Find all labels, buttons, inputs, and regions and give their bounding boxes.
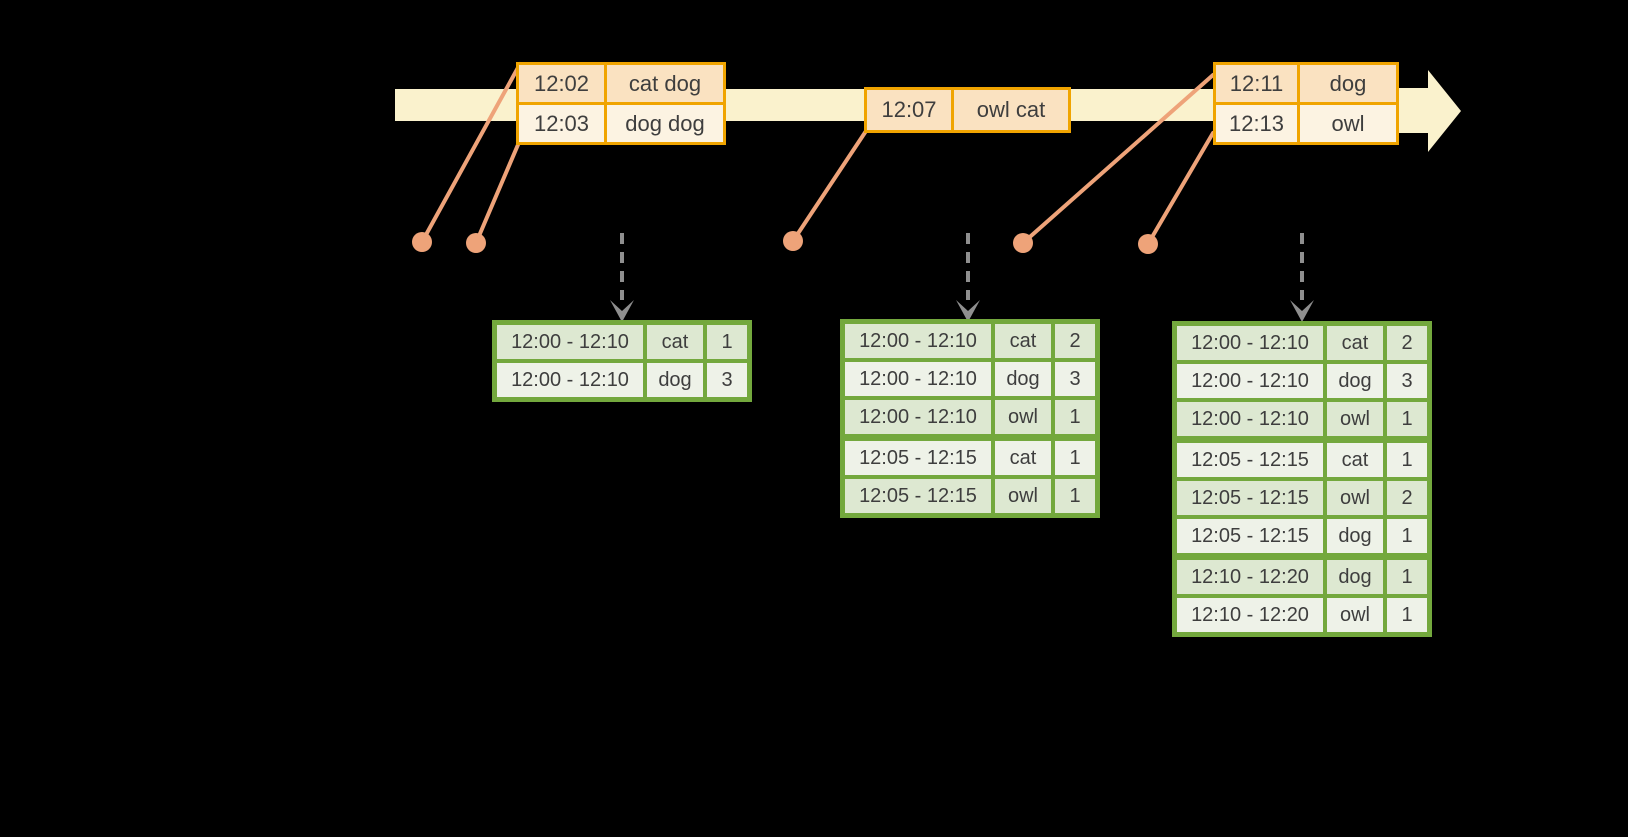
window-cell: 12:00 - 12:10	[497, 363, 643, 397]
table-row: 12:05 - 12:15 cat 1	[1177, 443, 1427, 477]
event-words-cell: dog dog	[607, 105, 723, 142]
table-row: 12:05 - 12:15 dog 1	[1177, 519, 1427, 553]
connector-line	[474, 131, 525, 245]
window-cell: 12:05 - 12:15	[845, 441, 991, 475]
window-cell: 12:00 - 12:10	[845, 362, 991, 396]
word-cell: cat	[995, 441, 1051, 475]
connector-line	[1146, 131, 1215, 246]
event-time-cell: 12:11	[1216, 65, 1297, 102]
window-cell: 12:10 - 12:20	[1177, 560, 1323, 594]
window-cell: 12:05 - 12:15	[1177, 519, 1323, 553]
word-cell: dog	[995, 362, 1051, 396]
event-dot	[412, 232, 432, 252]
window-cell: 12:00 - 12:10	[845, 400, 991, 434]
connector-line	[420, 62, 522, 244]
window-cell: 12:10 - 12:20	[1177, 598, 1323, 632]
table-row: 12:00 - 12:10 dog 3	[845, 362, 1095, 396]
table-row: 12:10 - 12:20 owl 1	[1177, 598, 1427, 632]
count-cell: 2	[1387, 326, 1427, 360]
table-row: 12:05 - 12:15 owl 2	[1177, 481, 1427, 515]
result-table-3: 12:00 - 12:10 cat 2 12:00 - 12:10 dog 3 …	[1172, 321, 1432, 637]
window-cell: 12:00 - 12:10	[1177, 326, 1323, 360]
table-row: 12:00 - 12:10 cat 1	[497, 325, 747, 359]
window-cell: 12:05 - 12:15	[1177, 443, 1323, 477]
event-time-cell: 12:13	[1216, 105, 1297, 142]
count-cell: 2	[1387, 481, 1427, 515]
table-row: 12:10 - 12:20 dog 1	[1177, 560, 1427, 594]
count-cell: 1	[707, 325, 747, 359]
window-cell: 12:00 - 12:10	[1177, 364, 1323, 398]
window-cell: 12:05 - 12:15	[845, 479, 991, 513]
count-cell: 1	[1055, 479, 1095, 513]
event-box-2: 12:07 owl cat	[864, 87, 1071, 133]
count-cell: 1	[1387, 402, 1427, 436]
word-cell: owl	[995, 400, 1051, 434]
table-row: 12:00 - 12:10 dog 3	[1177, 364, 1427, 398]
event-time-cell: 12:02	[519, 65, 604, 102]
count-cell: 3	[1387, 364, 1427, 398]
word-cell: owl	[1327, 402, 1383, 436]
word-cell: cat	[647, 325, 703, 359]
event-time-cell: 12:07	[867, 90, 951, 130]
table-row: 12:00 - 12:10 cat 2	[1177, 326, 1427, 360]
count-cell: 3	[1055, 362, 1095, 396]
word-cell: owl	[1327, 481, 1383, 515]
window-cell: 12:00 - 12:10	[497, 325, 643, 359]
event-box-3: 12:11 dog 12:13 owl	[1213, 62, 1399, 145]
update-arrow-icon	[610, 233, 634, 322]
update-arrow-icon	[956, 233, 980, 322]
window-cell: 12:00 - 12:10	[845, 324, 991, 358]
connector-line	[1021, 73, 1215, 245]
count-cell: 1	[1055, 441, 1095, 475]
window-cell: 12:00 - 12:10	[1177, 402, 1323, 436]
count-cell: 1	[1387, 519, 1427, 553]
word-cell: dog	[647, 363, 703, 397]
word-cell: owl	[1327, 598, 1383, 632]
update-arrow-icon	[1290, 233, 1314, 322]
timeline-arrow-icon	[1396, 70, 1461, 152]
result-table-2: 12:00 - 12:10 cat 2 12:00 - 12:10 dog 3 …	[840, 319, 1100, 518]
word-cell: cat	[1327, 443, 1383, 477]
count-cell: 1	[1055, 400, 1095, 434]
event-words-cell: owl cat	[954, 90, 1068, 130]
table-row: 12:05 - 12:15 owl 1	[845, 479, 1095, 513]
table-row: 12:00 - 12:10 owl 1	[845, 400, 1095, 434]
window-cell: 12:05 - 12:15	[1177, 481, 1323, 515]
event-dot	[1138, 234, 1158, 254]
event-box-1: 12:02 cat dog 12:03 dog dog	[516, 62, 726, 145]
event-dot	[783, 231, 803, 251]
word-cell: cat	[995, 324, 1051, 358]
table-row: 12:00 - 12:10 owl 1	[1177, 402, 1427, 436]
event-words-cell: cat dog	[607, 65, 723, 102]
result-table-1: 12:00 - 12:10 cat 1 12:00 - 12:10 dog 3	[492, 320, 752, 402]
connector-line	[791, 129, 868, 243]
count-cell: 1	[1387, 443, 1427, 477]
word-cell: dog	[1327, 364, 1383, 398]
event-words-cell: dog	[1300, 65, 1396, 102]
word-cell: dog	[1327, 519, 1383, 553]
event-time-cell: 12:03	[519, 105, 604, 142]
count-cell: 1	[1387, 598, 1427, 632]
event-dot	[1013, 233, 1033, 253]
word-cell: cat	[1327, 326, 1383, 360]
count-cell: 1	[1387, 560, 1427, 594]
event-words-cell: owl	[1300, 105, 1396, 142]
table-row: 12:00 - 12:10 dog 3	[497, 363, 747, 397]
count-cell: 3	[707, 363, 747, 397]
word-cell: owl	[995, 479, 1051, 513]
table-row: 12:00 - 12:10 cat 2	[845, 324, 1095, 358]
word-cell: dog	[1327, 560, 1383, 594]
event-dot	[466, 233, 486, 253]
count-cell: 2	[1055, 324, 1095, 358]
table-row: 12:05 - 12:15 cat 1	[845, 441, 1095, 475]
